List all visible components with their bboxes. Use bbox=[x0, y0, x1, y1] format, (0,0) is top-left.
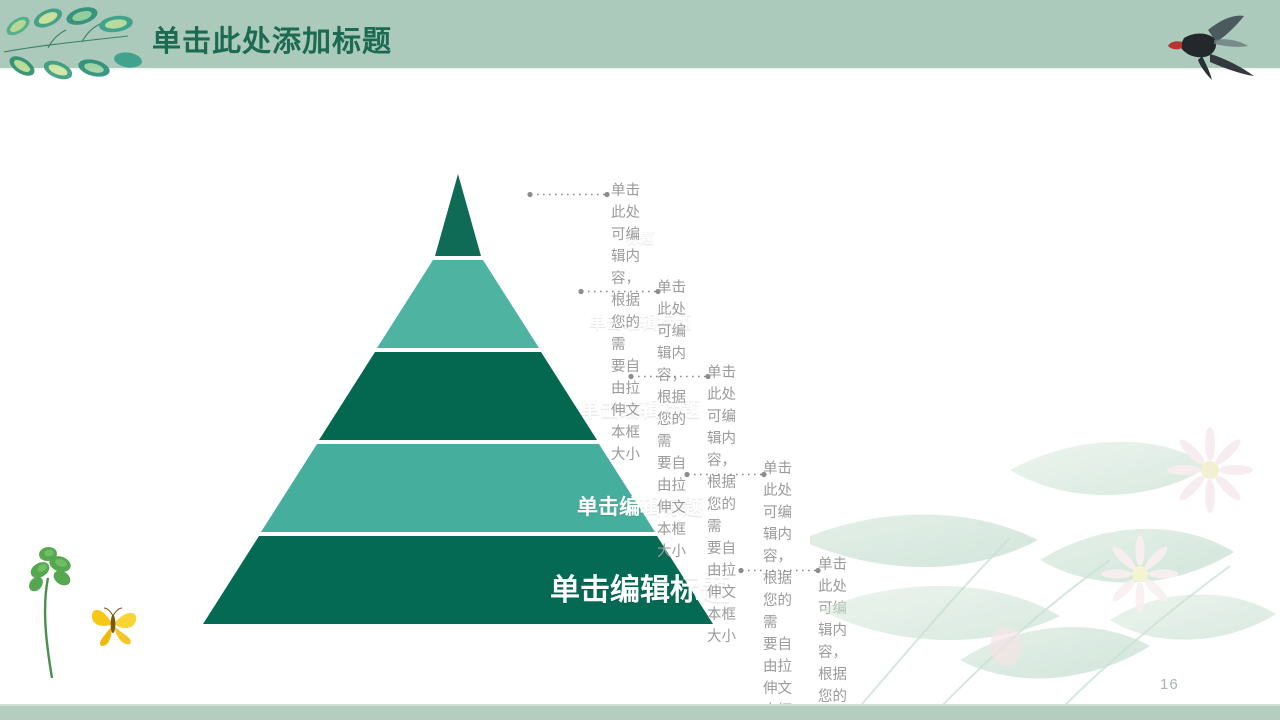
connector-dotted-line-icon bbox=[628, 373, 711, 380]
pyramid-level-3-label: 单击编辑标题 bbox=[580, 399, 700, 421]
leaf-branch-icon bbox=[3, 7, 142, 80]
pyramid-level-2-label: 单击编辑标题 bbox=[589, 313, 691, 332]
pyramid-diagram bbox=[203, 174, 713, 624]
page-number: 16 bbox=[1160, 676, 1179, 693]
annotation-4-text: 单击此处可编辑内容，根据您的需 要自由拉伸文本框大小 bbox=[763, 461, 792, 719]
annotation-5-text: 单击此处可编辑内容，根据您的需 要自由拉伸文本框大小 bbox=[818, 557, 847, 720]
connector-dotted-line-icon bbox=[527, 191, 610, 198]
header-band bbox=[0, 0, 1280, 68]
footer-band-highlight bbox=[0, 704, 1280, 706]
pyramid-level-1 bbox=[435, 174, 481, 256]
butterfly-icon bbox=[92, 607, 137, 646]
connector-dotted-line-icon bbox=[738, 567, 821, 574]
pyramid-level-5-label: 单击编辑标题 bbox=[550, 574, 730, 607]
footer-band bbox=[0, 706, 1280, 720]
annotation-2-text: 单击此处可编辑内容，根据您的需 要自由拉伸文本框大小 bbox=[657, 280, 686, 560]
annotation-3-text: 单击此处可编辑内容，根据您的需 要自由拉伸文本框大小 bbox=[707, 365, 736, 645]
pyramid-level-2 bbox=[377, 260, 539, 348]
pyramid-level-4 bbox=[261, 444, 655, 532]
pyramid-level-1-label: 标题 bbox=[626, 230, 654, 246]
swallow-bird-icon bbox=[1168, 15, 1254, 80]
connector-dotted-line-icon bbox=[684, 471, 767, 478]
sprout-plant-icon bbox=[29, 546, 71, 678]
pyramid-level-4-label: 单击编辑标题 bbox=[577, 496, 703, 519]
connector-dotted-line-icon bbox=[578, 288, 661, 295]
annotation-1-text: 单击此处可编辑内容，根据您的需 要自由拉伸文本框大小 bbox=[611, 183, 640, 463]
pyramid-level-3 bbox=[319, 352, 597, 440]
pyramid-level-5 bbox=[203, 536, 713, 624]
page-title: 单击此处添加标题 bbox=[152, 26, 393, 58]
header-band-underline bbox=[0, 68, 1280, 70]
